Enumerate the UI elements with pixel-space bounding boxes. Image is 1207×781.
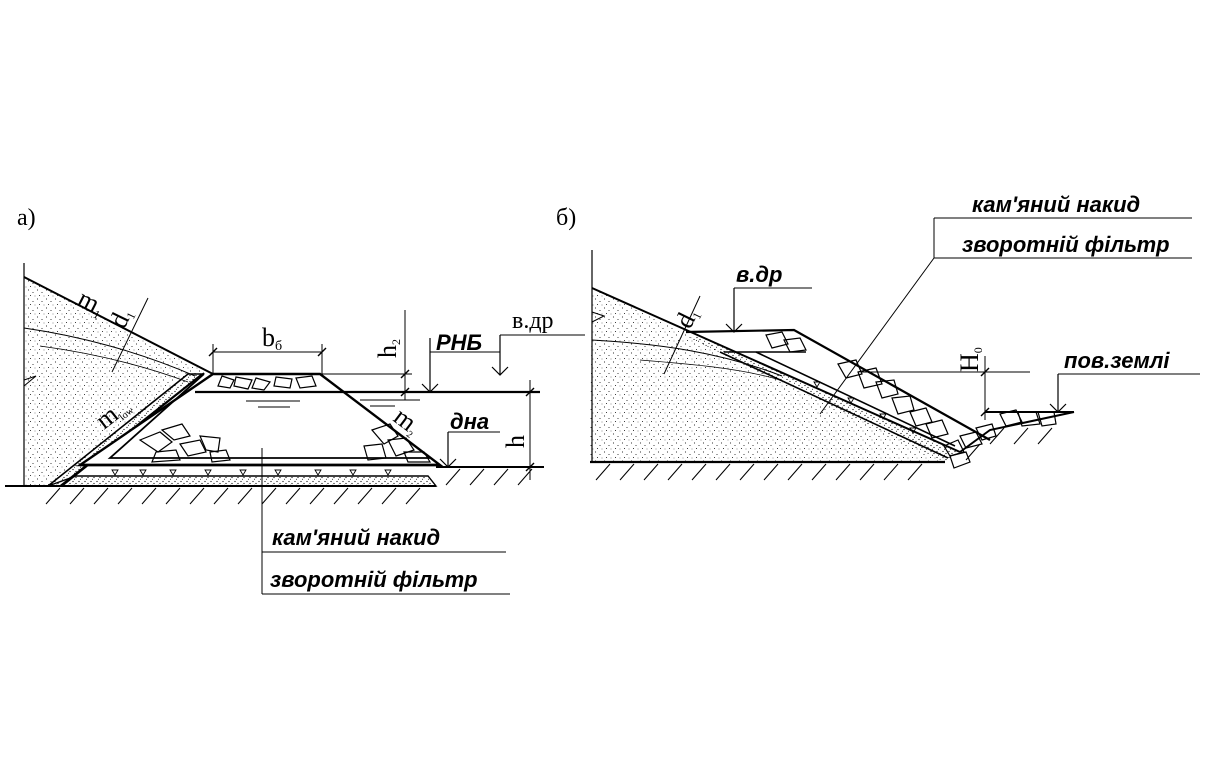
width-label: b <box>262 323 275 352</box>
svg-text:d1: d1 <box>669 303 704 333</box>
label-leader <box>819 257 935 415</box>
drain-level-marker <box>491 335 509 376</box>
filter-markers <box>111 469 392 476</box>
ground-hatching <box>45 468 533 505</box>
reverse-filter-label: зворотній фільтр <box>270 567 478 592</box>
break-mark <box>23 375 37 387</box>
bottom-filter <box>47 475 438 487</box>
water-level-label: РНБ <box>436 330 482 355</box>
bottom-level-label: дна <box>450 409 489 434</box>
filter-line-1 <box>719 351 949 459</box>
panel-b-label: б) <box>556 205 576 231</box>
depression-curve-2 <box>639 359 781 381</box>
soil-mass <box>24 277 213 486</box>
stone-fill-label: кам'яний накид <box>972 192 1140 217</box>
panel-a: а) <box>5 205 585 595</box>
stone-fill-label: кам'яний накид <box>272 525 440 550</box>
channel-inner-lining <box>107 373 430 459</box>
depression-curve-2 <box>39 345 189 383</box>
svg-text:H0: H0 <box>955 347 985 372</box>
reverse-filter-label: зворотній фільтр <box>962 232 1170 257</box>
ground-level-label: пов.землі <box>1064 348 1170 373</box>
drain-level-marker <box>725 288 743 333</box>
bottom-level-marker <box>439 432 457 468</box>
drain-level-label: в.др <box>512 308 554 334</box>
panel-b: б) <box>556 192 1200 481</box>
stone-fill <box>138 375 432 463</box>
stone-top-outline <box>685 328 991 441</box>
ground-level-marker <box>1049 374 1067 413</box>
water-ripples <box>246 399 420 408</box>
right-ground-line <box>959 411 1075 453</box>
filter-markers <box>813 381 917 434</box>
drain-level-label: в.др <box>736 262 782 287</box>
depression-curve <box>23 327 196 377</box>
svg-text:h2: h2 <box>373 339 403 358</box>
depth-label: h <box>501 435 530 448</box>
water-level-marker <box>421 338 439 393</box>
head-label: H <box>955 353 984 372</box>
freeboard-label: h <box>373 345 402 358</box>
natural-slope-line <box>23 276 214 375</box>
thickness-dimension <box>111 297 149 373</box>
filter-line-2 <box>755 351 956 447</box>
thickness-dimension <box>663 295 701 375</box>
ground-hatching <box>595 427 1053 481</box>
svg-text:bб: bб <box>262 323 282 354</box>
stone-fill <box>765 331 1057 469</box>
panel-a-label: а) <box>17 205 36 231</box>
break-mark <box>591 311 606 323</box>
depression-curve <box>591 339 783 377</box>
